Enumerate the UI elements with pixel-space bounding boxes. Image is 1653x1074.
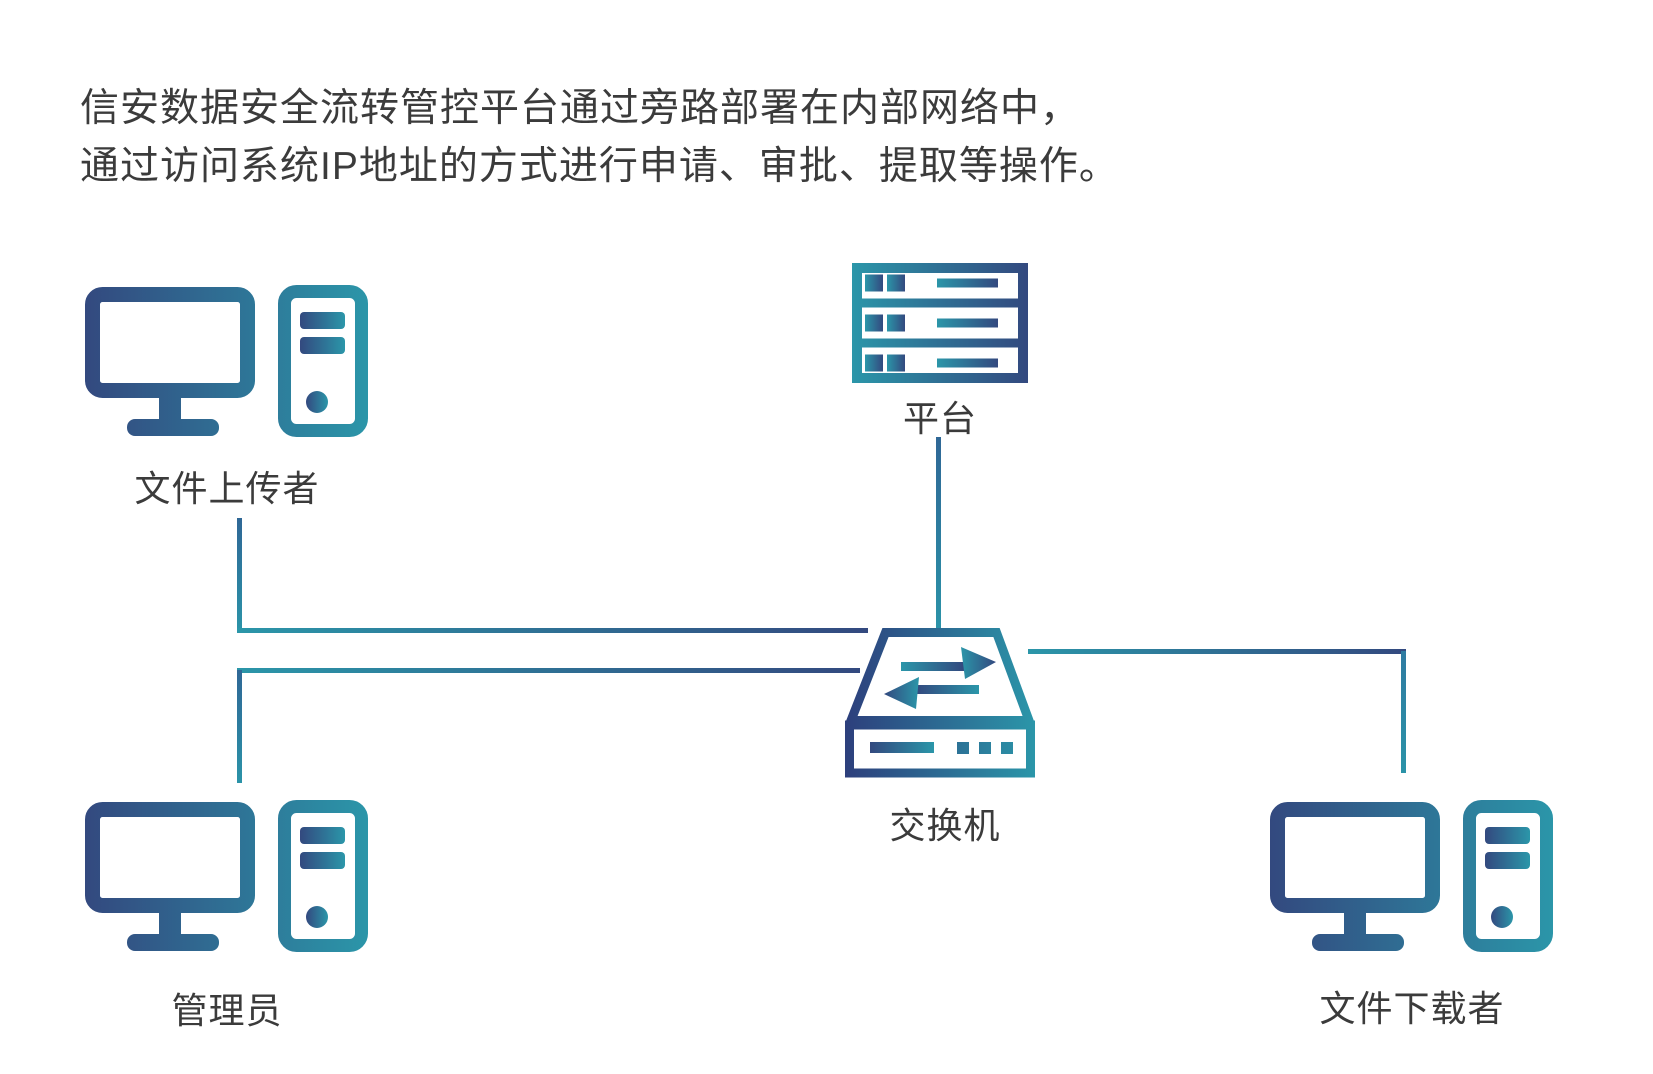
node-label-admin: 管理员 [171,990,283,1031]
node-file-uploader [85,285,369,437]
connection-uploader-horizontal [237,628,868,633]
desktop-computer-icon [85,285,368,437]
title-line-1: 信安数据安全流转管控平台通过旁路部署在内部网络中， [80,87,1081,130]
node-platform [852,263,1028,383]
arrow-left-head [884,677,919,709]
node-label-platform: 平台 [902,398,977,439]
connection-admin-horizontal [237,668,860,673]
desktop-computer-icon [1270,800,1553,952]
connection-uploader-vertical [237,518,242,631]
arrow-left-shaft [916,685,979,694]
connection-admin-vertical [237,670,242,783]
diagram-title: 信安数据安全流转管控平台通过旁路部署在内部网络中， 通过访问系统IP地址的方式进… [80,80,1119,196]
arrow-right-head [961,647,996,679]
node-file-downloader [1270,800,1554,952]
connection-platform-switch [936,437,941,630]
server-rack-icon [852,263,1028,383]
node-admin [85,800,369,952]
node-label-file-downloader: 文件下载者 [1319,988,1505,1029]
arrow-right-shaft [901,662,964,671]
network-switch-icon [845,628,1035,778]
desktop-computer-icon [85,800,368,952]
connection-switch-downloader-vertical [1401,651,1406,773]
title-line-2: 通过访问系统IP地址的方式进行申请、审批、提取等操作。 [80,145,1119,188]
node-label-file-uploader: 文件上传者 [134,468,320,509]
node-switch [845,628,1035,778]
node-label-switch: 交换机 [889,805,1001,846]
connection-switch-downloader-horizontal [1028,649,1406,654]
